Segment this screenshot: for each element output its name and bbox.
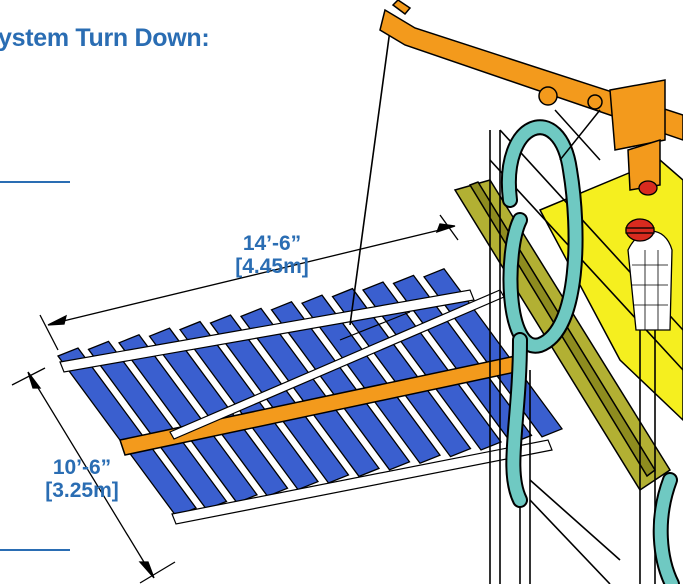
slat bbox=[361, 281, 503, 451]
worker-figure bbox=[625, 180, 673, 331]
length-dimension-imperial: 10’-6” bbox=[52, 456, 112, 479]
section-divider bbox=[0, 549, 70, 551]
dimension-arrow-icon bbox=[435, 223, 456, 234]
heading-underline bbox=[0, 181, 70, 183]
slat bbox=[117, 334, 259, 504]
slat bbox=[239, 307, 381, 478]
structure-posts bbox=[489, 129, 683, 584]
width-dimension-metric: [4.45m] bbox=[235, 255, 309, 278]
dimension-lines bbox=[11, 214, 459, 584]
slat bbox=[209, 314, 350, 484]
dimension-arrow-icon bbox=[47, 314, 67, 326]
width-dimension-label: 14’-6” [4.45m] bbox=[212, 232, 332, 278]
length-dimension-label: 10’-6” [3.25m] bbox=[22, 456, 142, 502]
slat bbox=[87, 340, 228, 511]
dimension-arrow-icon bbox=[138, 561, 155, 579]
slat bbox=[392, 274, 533, 445]
width-dimension-imperial: 14’-6” bbox=[242, 232, 302, 255]
page-heading: ystem Turn Down: bbox=[0, 24, 210, 52]
slat bbox=[331, 287, 472, 458]
slat-support-frame bbox=[59, 289, 553, 525]
orange-crane bbox=[379, 0, 683, 191]
slat bbox=[300, 294, 442, 464]
slat bbox=[56, 347, 198, 517]
slat bbox=[270, 301, 411, 471]
crane-cable bbox=[349, 29, 391, 326]
length-dimension-metric: [3.25m] bbox=[45, 479, 119, 502]
teal-hose bbox=[500, 119, 680, 584]
dimension-arrow-icon bbox=[27, 371, 42, 389]
